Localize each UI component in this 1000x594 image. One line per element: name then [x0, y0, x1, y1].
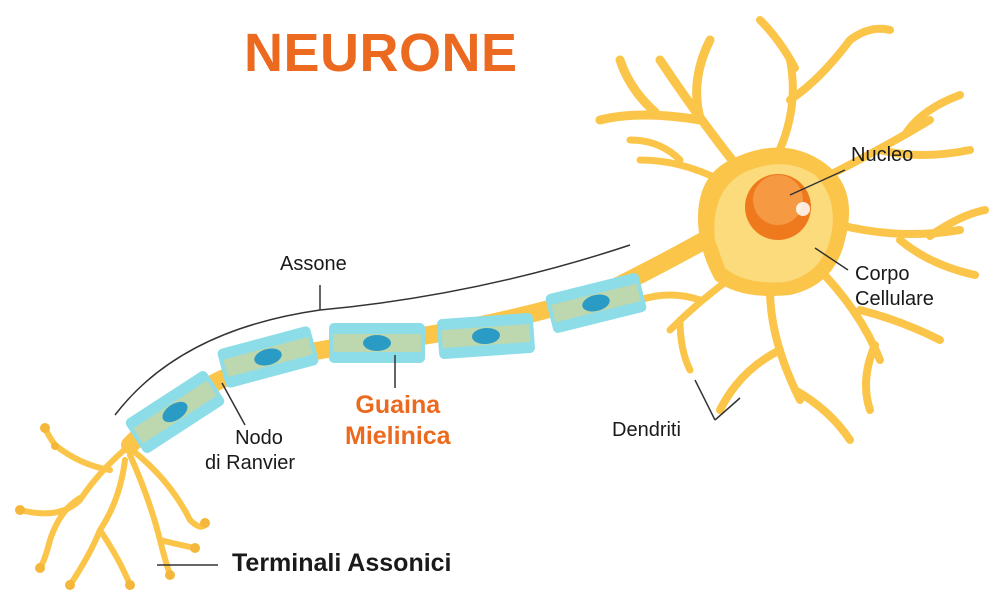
label-corpo-cellulare: Corpo Cellulare [855, 262, 934, 312]
label-corpo-line2: Cellulare [855, 288, 934, 310]
label-terminali-assonici: Terminali Assonici [232, 549, 452, 577]
label-corpo-line1: Corpo [855, 263, 910, 285]
pointer-lines [114, 169, 849, 566]
axon-terminals [17, 425, 208, 588]
label-guaina-line2: Mielinica [345, 422, 451, 450]
label-assone: Assone [280, 253, 347, 275]
label-guaina-line1: Guaina [355, 391, 441, 419]
label-dendriti: Dendriti [612, 419, 681, 441]
label-nucleo: Nucleo [851, 144, 914, 166]
label-nodo-di-ranvier: Nodo di Ranvier [205, 426, 295, 476]
label-nodo-line2: di Ranvier [205, 452, 296, 474]
dendrites [595, 16, 989, 444]
myelin-sheaths [125, 273, 647, 453]
diagram-title: NEURONE [244, 23, 518, 83]
label-guaina-mielinica: Guaina Mielinica [345, 390, 451, 452]
label-nodo-line1: Nodo [235, 427, 283, 449]
